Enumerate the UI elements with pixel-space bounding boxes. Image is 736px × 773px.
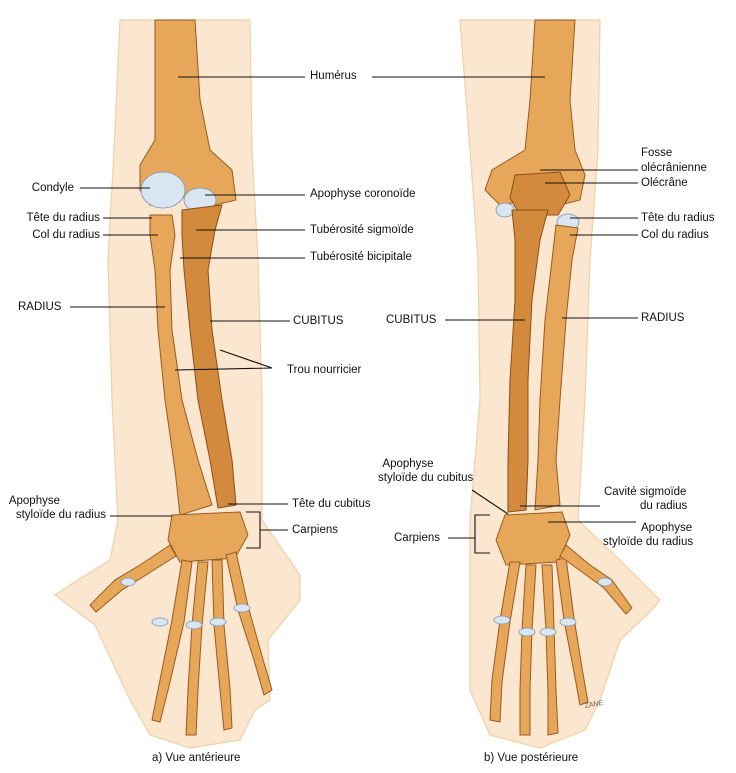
label-radius-anterior: RADIUS xyxy=(18,301,62,313)
posterior-carpals xyxy=(495,511,571,566)
posterior-ulna xyxy=(507,209,549,513)
label-tuberosite-sigmoide: Tubérosité sigmoïde xyxy=(310,224,414,236)
anterior-ulna xyxy=(181,204,237,509)
anterior-hand-bones xyxy=(89,544,273,736)
posterior-hand-bones xyxy=(489,544,633,736)
label-carpiens-anterior: Carpiens xyxy=(292,524,339,536)
label-apophyse-styloide-cubitus-2: styloïde du cubitus xyxy=(378,472,474,484)
label-fosse-olecranienne-1: Fosse xyxy=(641,147,673,159)
label-cubitus-anterior: CUBITUS xyxy=(293,315,344,327)
label-col-radius-anterior: Col du radius xyxy=(32,229,100,241)
posterior-view: ZANE xyxy=(372,19,661,749)
label-apophyse-styloide-radius-posterior-2: styloïde du radius xyxy=(603,536,694,548)
label-col-radius-posterior: Col du radius xyxy=(641,229,709,241)
label-apophyse-coronoide: Apophyse coronoïde xyxy=(310,188,416,200)
posterior-radius xyxy=(534,224,579,511)
anterior-leader-lines xyxy=(70,76,305,549)
posterior-olecranon xyxy=(509,171,571,216)
label-olecrane: Olécrâne xyxy=(641,177,688,189)
label-tete-radius-posterior: Tête du radius xyxy=(641,212,715,224)
label-apophyse-styloide-radius-anterior-2: styloïde du radius xyxy=(15,509,106,521)
label-trou-nourricier: Trou nourricier xyxy=(287,364,362,376)
label-tuberosite-bicipitale: Tubérosité bicipitale xyxy=(310,251,412,263)
anterior-condyle-cartilage xyxy=(140,171,186,209)
label-cavite-sigmoide-2: du radius xyxy=(640,500,688,512)
label-fosse-olecranienne-2: olécrânienne xyxy=(641,162,707,174)
label-tete-radius-anterior: Tête du radius xyxy=(26,212,100,224)
label-condyle: Condyle xyxy=(31,182,74,194)
artist-signature: ZANE xyxy=(584,700,604,710)
anterior-radius xyxy=(149,214,213,516)
caption-anterior: a) Vue antérieure xyxy=(152,752,241,764)
label-cavite-sigmoide-1: Cavité sigmoïde xyxy=(604,486,687,498)
posterior-leader-lines xyxy=(372,76,638,554)
anterior-view xyxy=(53,19,305,749)
posterior-ulna-cartilage xyxy=(495,202,515,218)
label-radius-posterior: RADIUS xyxy=(641,312,685,324)
label-tete-cubitus: Tête du cubitus xyxy=(292,498,371,510)
label-cubitus-posterior: CUBITUS xyxy=(386,314,437,326)
label-carpiens-posterior: Carpiens xyxy=(394,532,441,544)
label-apophyse-styloide-radius-posterior-1: Apophyse xyxy=(641,522,693,534)
label-humerus: Humérus xyxy=(310,70,357,82)
label-apophyse-styloide-radius-anterior-1: Apophyse xyxy=(8,495,60,507)
label-apophyse-styloide-cubitus-1: Apophyse xyxy=(382,458,434,470)
caption-posterior: b) Vue postérieure xyxy=(484,752,579,764)
